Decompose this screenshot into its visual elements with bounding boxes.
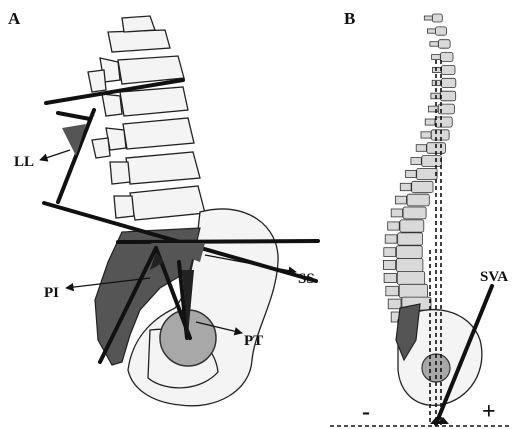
vertebra-b-process: [383, 261, 395, 270]
vertebra-b: [412, 181, 433, 192]
vertebra-b-process: [421, 132, 431, 138]
label-sva: SVA: [480, 269, 508, 285]
vertebra-b: [431, 130, 449, 140]
panel-a-lumbar-spine: [88, 16, 205, 220]
vertebra-b-process: [430, 42, 438, 47]
vertebra-b-process: [384, 273, 396, 282]
vertebra-b: [397, 271, 424, 284]
panel-b-whole-spine: [383, 14, 455, 324]
vertebra-b-process: [424, 16, 432, 20]
vertebra-b-process: [391, 209, 402, 217]
ll-arrow: [40, 150, 70, 160]
vertebra-b: [440, 53, 453, 62]
vertebra-b: [398, 233, 423, 245]
panel-a-letter: A: [8, 9, 21, 28]
label-ll: LL: [14, 154, 34, 170]
vertebra-b-process: [388, 299, 401, 309]
vertebra-b-process: [386, 286, 399, 296]
vertebra-b-process: [388, 222, 400, 230]
vertebra-b: [417, 168, 437, 179]
vertebra-b: [397, 246, 423, 259]
vertebra-b-process: [395, 196, 406, 204]
panel-b-pelvis: [396, 304, 482, 405]
vertebra-b: [400, 220, 424, 232]
vertebra-b-process: [411, 158, 421, 165]
vertebra-b-process: [416, 145, 426, 152]
vertebra-b: [432, 14, 442, 22]
vertebra-b: [435, 117, 452, 127]
vertebra-b: [442, 78, 456, 87]
vertebra-b-process: [432, 55, 441, 60]
vertebra-b-process: [425, 119, 435, 125]
vertebra-b: [407, 194, 429, 206]
label-ss: SS: [298, 271, 315, 287]
vertebra-b-process: [432, 68, 441, 73]
vertebra-b-process: [400, 183, 411, 190]
label-pi: PI: [44, 285, 59, 301]
vertebra-b: [438, 40, 450, 49]
panel-b-letter: B: [344, 9, 355, 28]
label-plus: +: [482, 399, 496, 425]
vertebra-b-process: [384, 248, 396, 257]
vertebra-b-process: [385, 235, 397, 243]
label-minus: -: [362, 399, 370, 425]
vertebra-b: [441, 91, 456, 101]
vertebra-b: [422, 156, 442, 167]
vertebra-b: [396, 259, 423, 272]
vertebra-b: [403, 207, 426, 219]
vertebra-b: [399, 284, 427, 298]
vertebra-b: [436, 27, 447, 35]
label-pt: PT: [244, 333, 263, 349]
vertebra-b: [442, 66, 456, 75]
vertebra-b-process: [427, 29, 435, 33]
vertebra-b-process: [406, 170, 417, 177]
